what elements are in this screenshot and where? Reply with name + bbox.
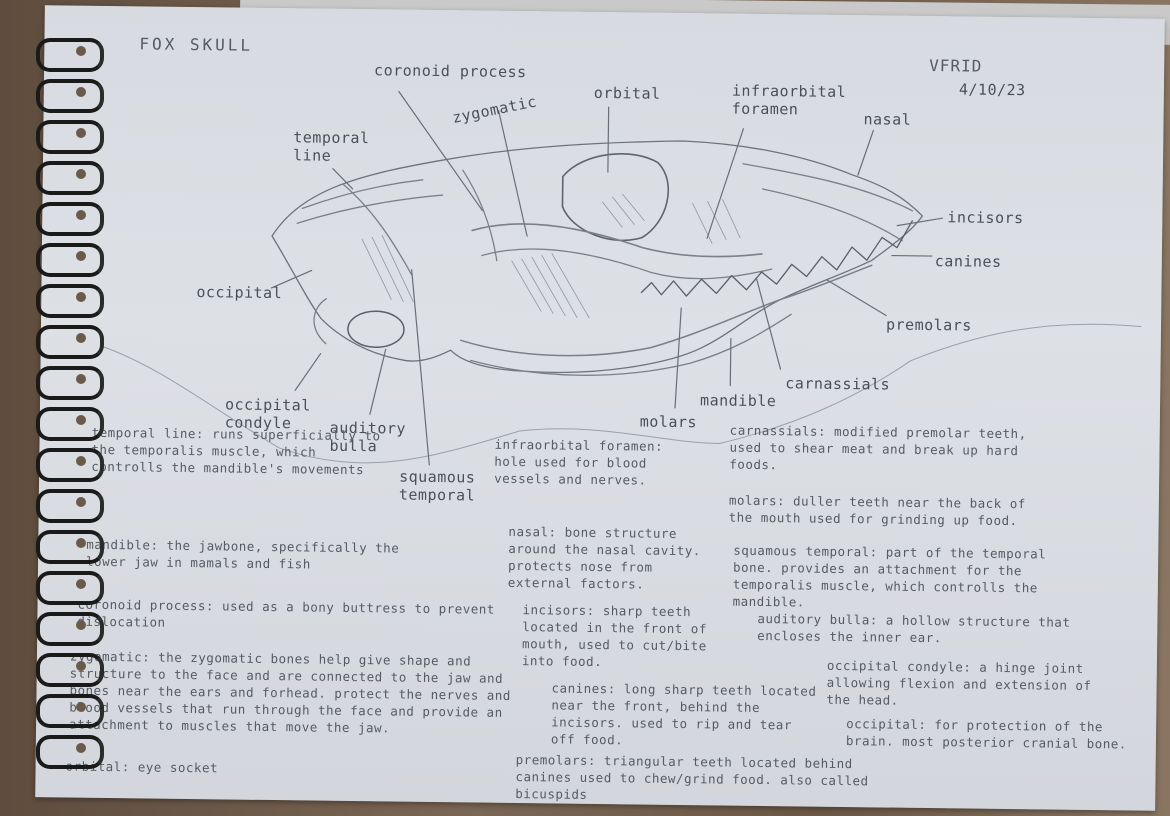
label-canines: canines <box>934 252 1002 271</box>
spiral-ring <box>36 366 104 400</box>
note-coronoid-process: coronoid process: used as a bony buttres… <box>77 596 495 630</box>
note-occipital-condyle: occipital condyle: a hinge joint allowin… <box>826 657 1092 708</box>
spiral-ring <box>36 243 104 277</box>
label-nasal: nasal <box>863 110 912 129</box>
binding-hole <box>76 538 86 548</box>
binding-hole <box>76 333 86 343</box>
date-label: 4/10/23 <box>958 80 1026 100</box>
note-temporal-line: temporal line: runs superficially to the… <box>91 424 381 478</box>
spiral-ring <box>36 448 104 482</box>
note-zygomatic: zygomatic: the zygomatic bones help give… <box>69 648 511 736</box>
binding-hole <box>76 456 86 466</box>
spiral-ring <box>36 161 104 195</box>
binding-hole <box>76 210 86 220</box>
binding-hole <box>76 374 86 384</box>
spiral-ring <box>36 407 104 441</box>
label-orbital: orbital <box>593 83 661 103</box>
binding-hole <box>76 579 86 589</box>
binding-hole <box>76 251 86 261</box>
label-coronoid-process: coronoid process <box>373 61 527 82</box>
note-squamous-temporal: squamous temporal: part of the temporal … <box>732 542 1047 610</box>
note-carnassials: carnassials: modified premolar teeth, us… <box>729 422 1027 473</box>
author-initials: VFRID <box>929 55 983 76</box>
binding-hole <box>76 743 86 753</box>
page-title: FOX SKULL <box>139 34 254 55</box>
label-premolars: premolars <box>885 315 972 335</box>
label-mandible: mandible <box>699 391 777 411</box>
label-squamous-temporal: squamous temporal <box>398 467 476 505</box>
label-carnassials: carnassials <box>785 374 891 394</box>
note-canines: canines: long sharp teeth located near t… <box>550 680 817 748</box>
label-occipital: occipital <box>196 283 283 303</box>
note-mandible: mandible: the jawbone, specifically the … <box>85 536 400 572</box>
spiral-ring <box>36 202 104 236</box>
label-infraorbital-foramen: infraorbital foramen <box>731 81 847 119</box>
spiral-ring <box>36 284 104 318</box>
binding-hole <box>76 128 86 138</box>
label-molars: molars <box>639 412 698 432</box>
spiral-ring <box>36 120 104 154</box>
binding-hole <box>76 497 86 507</box>
label-incisors: incisors <box>947 208 1024 228</box>
note-infraorbital: infraorbital foramen: hole used for bloo… <box>494 436 664 488</box>
binding-hole <box>76 169 86 179</box>
spiral-binding <box>0 30 110 790</box>
binding-hole <box>76 46 86 56</box>
spiral-ring <box>36 571 104 605</box>
spiral-ring <box>36 325 104 359</box>
binding-hole <box>76 87 86 97</box>
note-molars: molars: duller teeth near the back of th… <box>728 492 1026 529</box>
spiral-ring <box>36 694 104 728</box>
binding-hole <box>76 292 86 302</box>
binding-hole <box>76 661 86 671</box>
note-auditory-bulla: auditory bulla: a hollow structure that … <box>757 610 1071 646</box>
binding-hole <box>76 620 86 630</box>
binding-hole <box>76 415 86 425</box>
note-premolars: premolars: triangular teeth located behi… <box>515 751 869 802</box>
spiral-ring <box>36 653 104 687</box>
binding-hole <box>76 702 86 712</box>
spiral-ring <box>36 612 104 646</box>
note-nasal: nasal: bone structure around the nasal c… <box>507 523 701 592</box>
note-incisors: incisors: sharp teeth located in the fro… <box>521 602 707 670</box>
spiral-ring <box>36 489 104 523</box>
spiral-ring <box>36 735 104 769</box>
spiral-ring <box>36 79 104 113</box>
sketchbook-page: FOX SKULL VFRID 4/10/23 coronoid process… <box>35 5 1165 811</box>
note-occipital: occipital: for protection of the brain. … <box>845 716 1127 752</box>
spiral-ring <box>36 530 104 564</box>
spiral-ring <box>36 38 104 72</box>
label-temporal-line: temporal line <box>292 128 370 165</box>
fox-skull-sketch <box>100 90 1142 466</box>
